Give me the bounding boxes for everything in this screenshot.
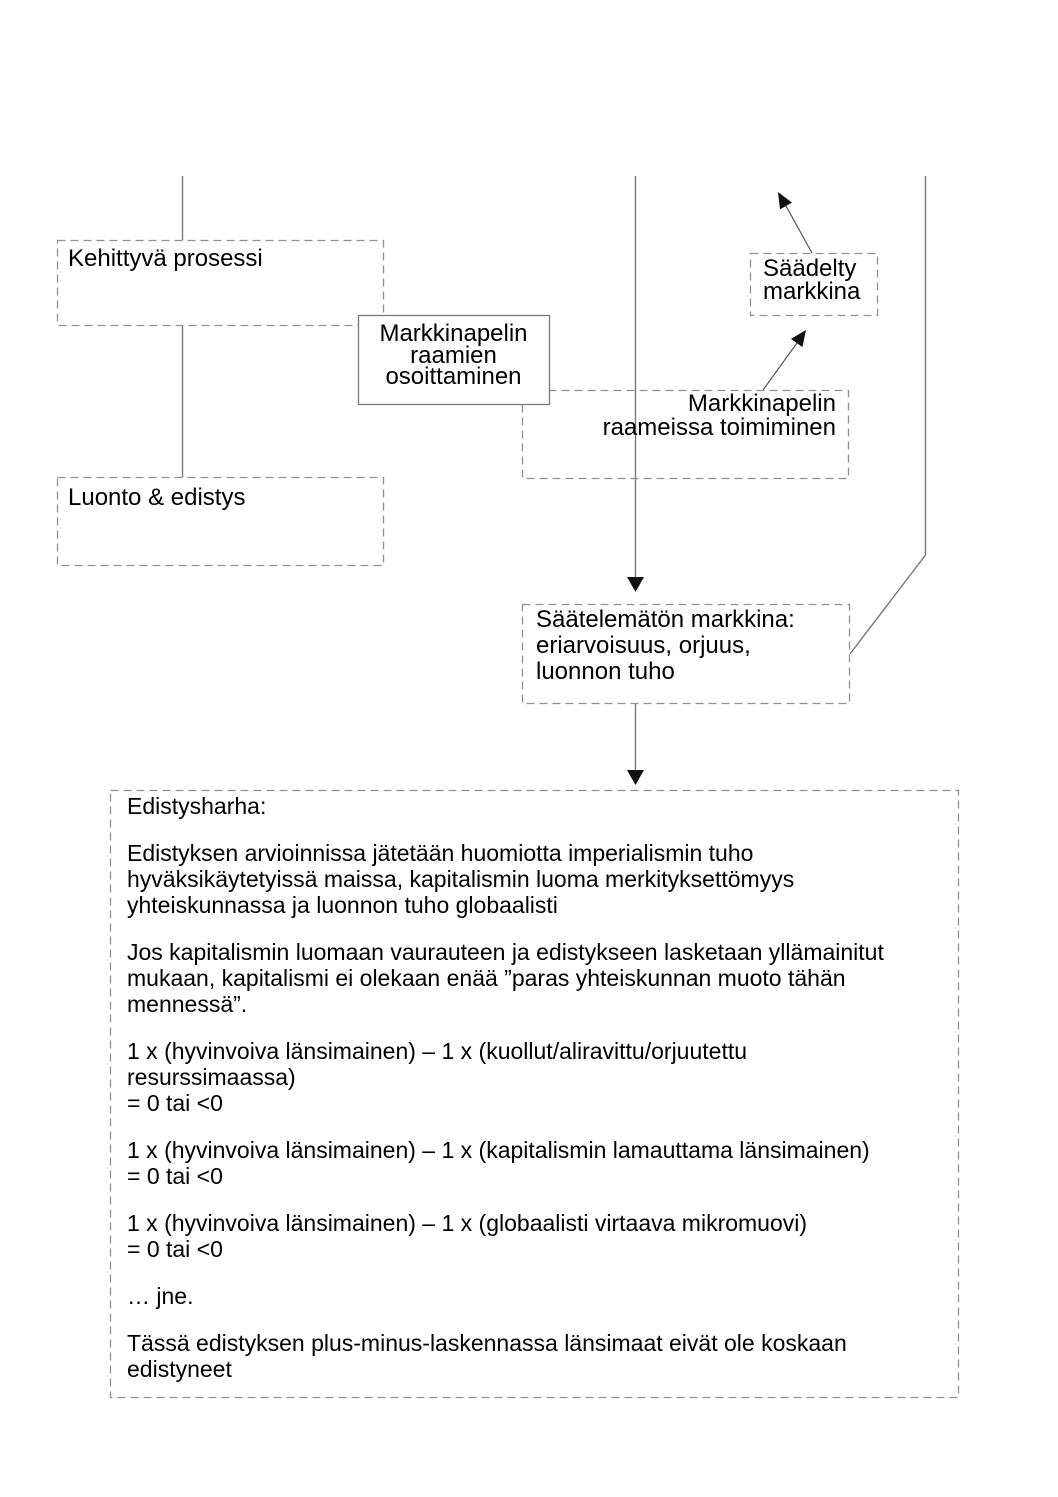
edistysharha-paragraph: Tässä edistyksen plus-minus-laskennassa … — [127, 1330, 847, 1382]
box-raameissa-toimiminen-label: Markkinapelin raameissa toimiminen — [602, 390, 836, 441]
box-saadelty-markkina-label: Säädelty markkina — [763, 255, 861, 305]
connector-line-right-diagonal — [849, 176, 927, 655]
edistysharha-paragraph: 1 x (hyvinvoiva länsimainen) – 1 x (kuol… — [127, 1038, 748, 1116]
box-kehittyva-prosessi-label: Kehittyvä prosessi — [68, 245, 263, 272]
edistysharha-paragraph: Jos kapitalismin luomaan vaurauteen ja e… — [127, 939, 884, 1017]
box-luonto-edistys-label: Luonto & edistys — [68, 484, 246, 511]
box-raameissa-toimiminen-border — [521, 389, 850, 480]
box-saatelematon-markkina-label: Säätelemätön markkina: eriarvoisuus, orj… — [536, 606, 795, 685]
box-osoittaminen-border — [357, 314, 551, 406]
arrowhead-down-to-saatelematon-icon — [627, 577, 644, 592]
connector-raameissa-to-saadelty — [762, 342, 798, 391]
edistysharha-paragraph: … jne. — [127, 1283, 194, 1309]
box-osoittaminen-label: Markkinapelin raamien osoittaminen — [379, 320, 528, 390]
box-luonto-edistys-border — [56, 476, 385, 567]
edistysharha-paragraph: 1 x (hyvinvoiva länsimainen) – 1 x (glob… — [127, 1210, 808, 1262]
box-kehittyva-prosessi-border — [56, 239, 385, 327]
arrowhead-up-from-saadelty-icon — [778, 192, 792, 210]
box-edistysharha-border — [109, 789, 960, 1399]
edistysharha-title: Edistysharha: — [127, 793, 267, 819]
arrowhead-up-to-saadelty-icon — [791, 330, 806, 348]
arrowhead-down-to-edistysharha-icon — [627, 770, 644, 785]
edistysharha-paragraph: 1 x (hyvinvoiva länsimainen) – 1 x (kapi… — [127, 1137, 870, 1189]
box-saadelty-markkina-border — [749, 252, 879, 317]
connector-saadelty-up — [785, 205, 813, 254]
edistysharha-text-block: Edistysharha: Edistyksen arvioinnissa jä… — [127, 793, 951, 1382]
edistysharha-paragraph: Edistyksen arvioinnissa jätetään huomiot… — [127, 840, 795, 918]
box-saatelematon-markkina-border — [521, 603, 851, 705]
